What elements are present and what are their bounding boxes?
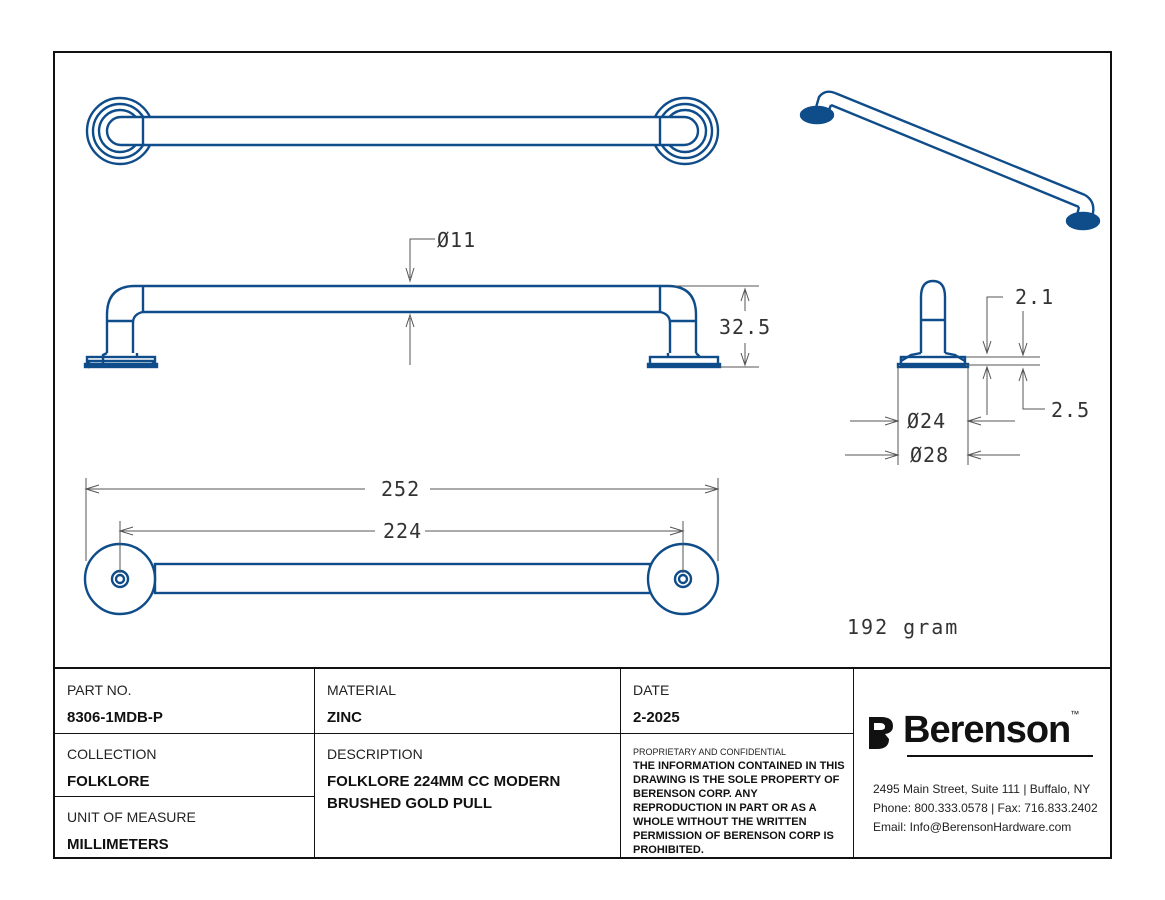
dim-outer-diameter: Ø28 <box>910 443 950 467</box>
dimension-lines <box>84 238 1045 573</box>
description-label: DESCRIPTION <box>327 746 423 762</box>
isometric-view <box>799 90 1101 231</box>
drawing-area: Ø11 32.5 2.1 2.5 Ø24 Ø28 252 224 192 gra… <box>55 53 1110 667</box>
date-label: DATE <box>633 682 670 698</box>
description-line-1: FOLKLORE 224MM CC MODERN <box>327 773 561 790</box>
material-label: MATERIAL <box>327 682 396 698</box>
company-address: 2495 Main Street, Suite 111 | Buffalo, N… <box>873 782 1091 796</box>
material-value: ZINC <box>327 709 362 726</box>
proprietary-text: THE INFORMATION CONTAINED IN THIS DRAWIN… <box>633 760 845 856</box>
dim-top-thickness: 2.1 <box>1015 285 1055 309</box>
dim-center-to-center: 224 <box>383 519 423 543</box>
part-no-value: 8306-1MDB-P <box>67 709 163 726</box>
company-email[interactable]: Email: Info@BerensonHardware.com <box>873 820 1072 834</box>
uom-value: MILLIMETERS <box>67 836 169 853</box>
title-block: PART NO. 8306-1MDB-P COLLECTION FOLKLORE… <box>55 667 1110 859</box>
drawing-sheet: Ø11 32.5 2.1 2.5 Ø24 Ø28 252 224 192 gra… <box>53 51 1112 859</box>
berenson-logo-icon <box>869 717 893 749</box>
dim-height: 32.5 <box>719 315 772 339</box>
technical-drawing <box>83 90 1101 616</box>
bottom-view <box>83 542 720 616</box>
top-view <box>85 96 720 166</box>
date-value: 2-2025 <box>633 709 680 726</box>
description-line-2: BRUSHED GOLD PULL <box>327 795 492 812</box>
weight-note: 192 gram <box>847 615 960 639</box>
side-view <box>896 279 970 369</box>
dim-inner-diameter: Ø24 <box>907 409 947 433</box>
dim-bar-diameter: Ø11 <box>437 228 477 252</box>
logo-underline <box>907 755 1093 757</box>
part-no-label: PART NO. <box>67 682 132 698</box>
uom-label: UNIT OF MEASURE <box>67 809 196 825</box>
company-name: Berenson™ <box>903 709 1079 751</box>
proprietary-heading: PROPRIETARY AND CONFIDENTIAL <box>633 747 787 757</box>
front-view <box>83 284 722 369</box>
company-phone: Phone: 800.333.0578 | Fax: 716.833.2402 <box>873 801 1098 815</box>
collection-value: FOLKLORE <box>67 773 150 790</box>
collection-label: COLLECTION <box>67 746 157 762</box>
dim-base-thickness: 2.5 <box>1051 398 1091 422</box>
dim-overall-length: 252 <box>381 477 421 501</box>
